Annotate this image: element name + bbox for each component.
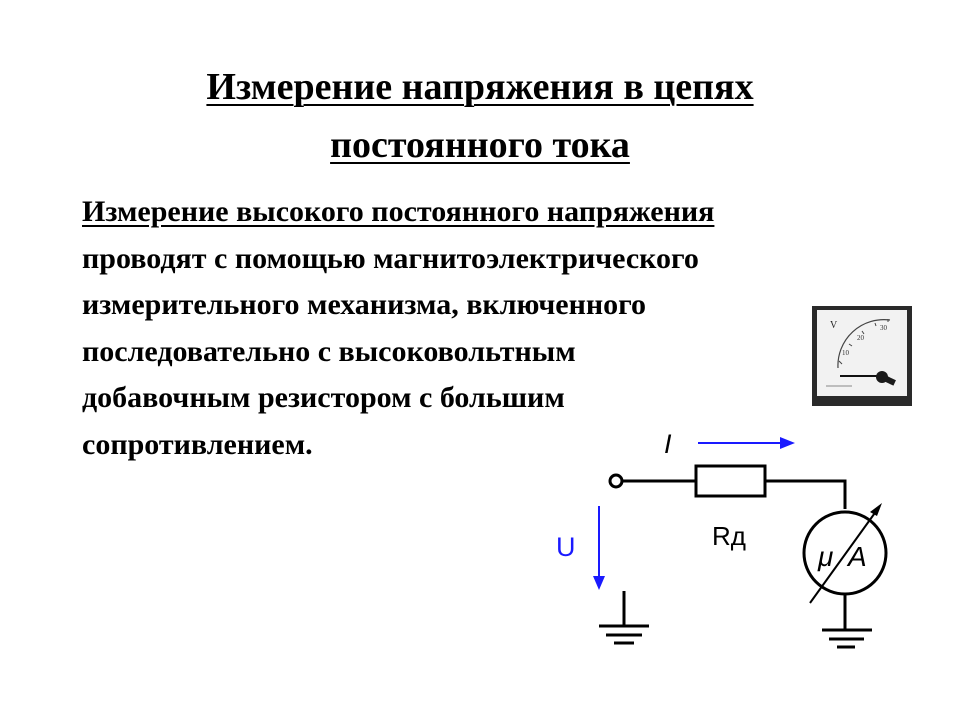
wire-resistor-to-meter — [765, 479, 847, 509]
resistor-label: Rд — [712, 521, 746, 551]
body-line-4: последовательно с высоковольтным — [82, 334, 576, 368]
input-terminal — [608, 473, 624, 489]
resistor-rd — [694, 464, 767, 498]
current-label: I — [664, 429, 672, 459]
body-line-1: Измерение высокого постоянного напряжени… — [82, 195, 715, 228]
meter-unit-label: V — [830, 320, 838, 331]
body-paragraph: Измерение высокого постоянного напряжени… — [82, 189, 882, 468]
meter-scale-arc — [837, 319, 891, 369]
microammeter-needle — [809, 509, 878, 604]
title-line-2: постоянного тока — [330, 124, 630, 166]
body-line-2: проводят с помощью магнитоэлектрического — [82, 241, 699, 275]
meter-knob — [880, 374, 896, 386]
meter-scale-10: 10 — [842, 349, 850, 357]
voltage-label: U — [556, 532, 576, 562]
microammeter-needle-head — [870, 503, 882, 516]
microammeter-a: A — [846, 541, 867, 572]
microammeter-mu: μ — [817, 541, 833, 572]
meter-scale-30: 30 — [880, 324, 888, 332]
current-arrow-head — [780, 437, 795, 449]
meter-scale-20: 20 — [857, 334, 865, 342]
body-line-3: измерительного механизма, включенного — [82, 288, 647, 321]
voltage-arrow-head — [593, 576, 605, 590]
slide-title: Измерение напряжения в цепях постоянного… — [0, 58, 960, 174]
voltmeter-icon: V 10 20 30 — [812, 306, 912, 406]
body-line-6: сопротивлением. — [82, 427, 313, 461]
circuit-diagram: I Rд μ A U — [556, 429, 888, 649]
body-line-5: добавочным резистором с большим — [82, 381, 565, 414]
meter-scale-ticks — [838, 319, 889, 365]
title-line-1: Измерение напряжения в цепях — [206, 66, 754, 108]
